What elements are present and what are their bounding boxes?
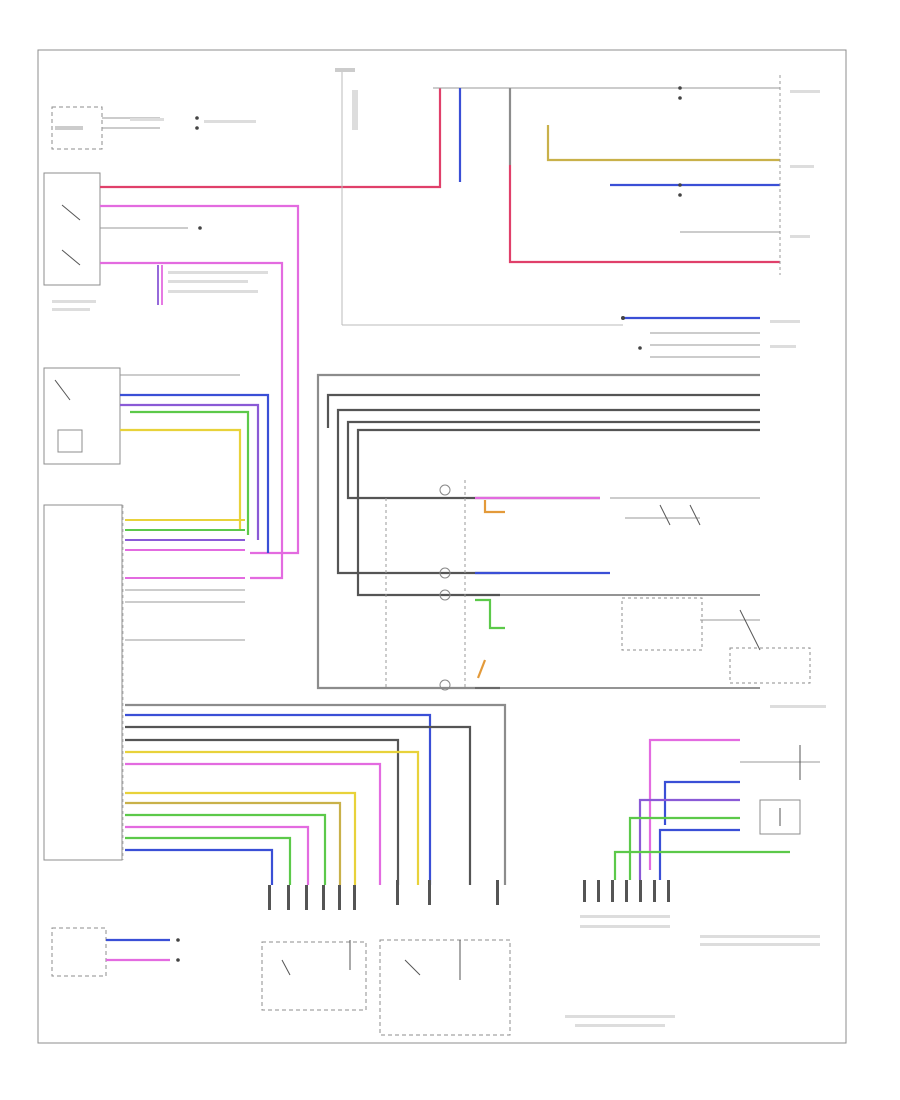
wire-yellow-trs <box>120 428 242 530</box>
wire-green-trs <box>130 410 250 535</box>
wire-violet-trs <box>120 403 260 540</box>
lower-left-bundle <box>125 703 507 885</box>
wire-pink-left-2 <box>100 261 284 580</box>
diagram-frame <box>37 49 847 1044</box>
pcm-pin-stubs <box>125 519 245 641</box>
right-switches <box>621 504 826 708</box>
upper-center-bus <box>335 68 623 326</box>
wire-pink-left <box>100 204 300 555</box>
wire-blue-trs <box>120 393 270 553</box>
wire-red-top <box>100 88 442 189</box>
bottom-connector-ticks <box>268 880 499 910</box>
transmission-range-sensor <box>43 367 121 465</box>
transmission-control-module <box>565 738 820 1027</box>
bottom-left-switch <box>51 927 180 977</box>
main-harness-loop <box>316 373 760 691</box>
brake-pedal-switch <box>43 172 101 311</box>
upper-right-harness <box>433 75 820 275</box>
bottom-modules <box>261 939 511 1036</box>
right-connector-block <box>621 316 800 358</box>
ipc-wires <box>475 496 760 689</box>
top-left-sensor <box>51 106 256 150</box>
wire-stubs-brake <box>157 265 268 305</box>
powertrain-control-module <box>43 504 124 861</box>
